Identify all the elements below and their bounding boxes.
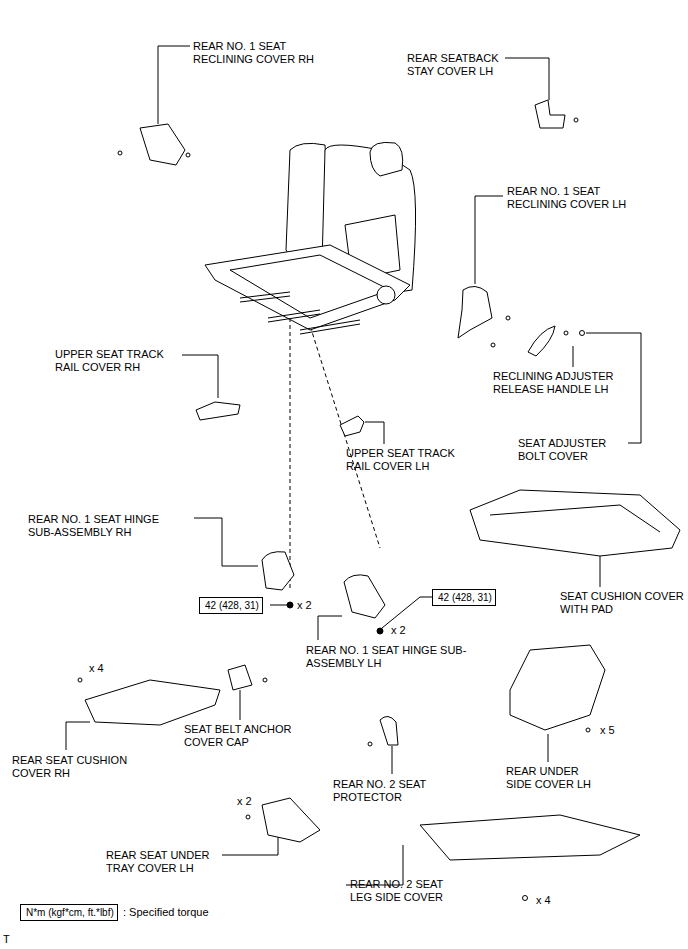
quantity-label: x 5 xyxy=(600,724,630,737)
part-name: REAR SEAT UNDER TRAY COVER LH xyxy=(106,849,226,875)
torque-box: 42 (428, 31) xyxy=(432,589,496,606)
part-name: REAR NO. 1 SEAT HINGE SUB-ASSEMBLY LH xyxy=(306,644,486,670)
quantity-label: x 4 xyxy=(536,894,566,907)
seat-hinge xyxy=(344,575,385,618)
torque-value: 42 (428, 31) xyxy=(438,592,492,604)
torque-value: N*m (kgf*cm, ft.*lbf) xyxy=(26,907,114,919)
track-cover xyxy=(340,416,364,436)
torque-box: N*m (kgf*cm, ft.*lbf) xyxy=(20,904,118,921)
quantity-label: x 4 xyxy=(89,662,119,675)
anchor-cap xyxy=(228,665,252,690)
part-name: REAR NO. 2 SEAT PROTECTOR xyxy=(333,778,443,804)
seat-assembly xyxy=(205,142,416,334)
seat-protector xyxy=(380,716,398,745)
part-name: T xyxy=(3,933,23,946)
torque-value: 42 (428, 31) xyxy=(205,600,259,612)
seat-cushion xyxy=(470,490,680,556)
quantity-label: x 2 xyxy=(391,624,421,637)
release-handle xyxy=(528,326,555,356)
seat-hinge xyxy=(262,552,294,590)
leader-lines xyxy=(66,46,641,885)
leg-cover xyxy=(420,815,640,860)
quantity-label: x 2 xyxy=(237,795,267,808)
under-cover xyxy=(510,645,605,730)
part-name: REAR SEAT CUSHION COVER RH xyxy=(12,754,137,780)
part-name: REAR NO. 1 SEAT HINGE SUB-ASSEMBLY RH xyxy=(28,513,178,539)
reclining-cover xyxy=(458,286,492,338)
cushion-cover xyxy=(85,680,220,725)
track-cover xyxy=(196,402,240,420)
part-name: SEAT BELT ANCHOR COVER CAP xyxy=(184,723,314,749)
stay-cover xyxy=(535,100,565,128)
part-name: REAR NO. 2 SEAT LEG SIDE COVER xyxy=(350,878,468,904)
part-name: SEAT CUSHION COVER WITH PAD xyxy=(560,590,684,616)
tray-cover xyxy=(262,798,320,842)
torque-box: 42 (428, 31) xyxy=(199,597,263,614)
part-name: RECLINING ADJUSTER RELEASE HANDLE LH xyxy=(493,370,633,396)
part-name: REAR NO. 1 SEAT RECLINING COVER LH xyxy=(507,185,647,211)
part-name: REAR NO. 1 SEAT RECLINING COVER RH xyxy=(193,40,343,66)
part-name: REAR SEATBACK STAY COVER LH xyxy=(407,52,507,78)
reclining-cover xyxy=(140,124,185,165)
part-name: REAR UNDER SIDE COVER LH xyxy=(506,765,606,791)
part-name: UPPER SEAT TRACK RAIL COVER LH xyxy=(346,447,471,473)
part-name: UPPER SEAT TRACK RAIL COVER RH xyxy=(55,348,180,374)
part-name: SEAT ADJUSTER BOLT COVER xyxy=(518,437,628,463)
legend-text: : Specified torque xyxy=(123,906,209,919)
quantity-label: x 2 xyxy=(297,599,327,612)
